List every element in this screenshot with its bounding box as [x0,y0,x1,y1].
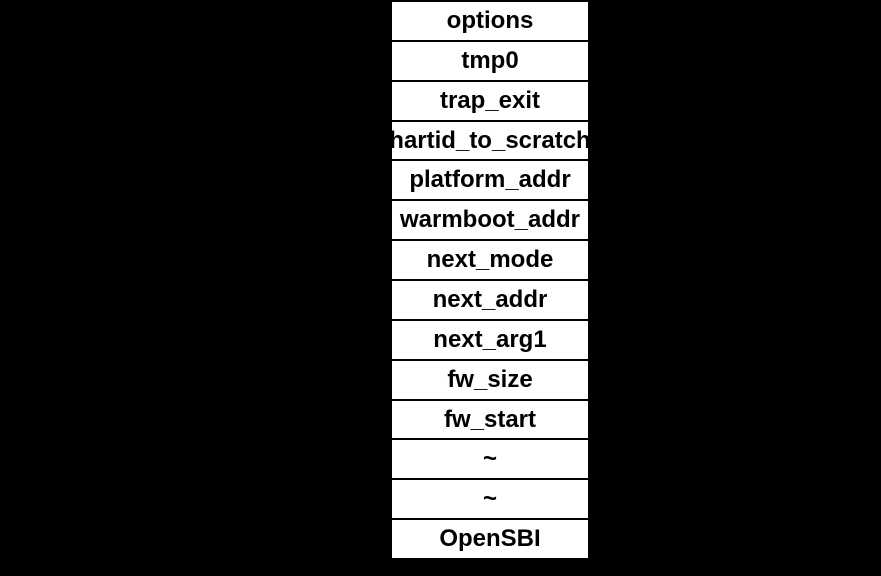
field-label: trap_exit [439,86,541,114]
row-fw-start: fw_start [392,401,588,441]
field-label: ~ [482,445,497,473]
field-label: fw_start [443,405,537,433]
row-next-arg1: next_arg1 [392,321,588,361]
field-label: next_mode [426,246,554,274]
row-fw-size: fw_size [392,361,588,401]
row-next-addr: next_addr [392,281,588,321]
field-label: OpenSBI [439,525,541,553]
field-label: tmp0 [461,46,519,74]
field-label: ~ [482,485,497,513]
scratch-structure-table: options tmp0 trap_exit hartid_to_scratch… [389,0,591,560]
row-opensbi: OpenSBI [392,520,588,558]
row-hartid-to-scratch: hartid_to_scratch [389,122,591,162]
row-warmboot-addr: warmboot_addr [392,201,588,242]
row-tmp0: tmp0 [392,42,588,82]
field-label: next_arg1 [433,325,547,353]
field-label: options [446,6,534,34]
row-options: options [392,2,588,42]
row-platform-addr: platform_addr [392,161,588,202]
field-label: platform_addr [409,166,571,194]
row-tilde-2: ~ [392,480,588,521]
field-label: next_addr [432,285,548,313]
row-trap-exit: trap_exit [392,82,588,122]
field-label: fw_size [447,365,533,393]
row-tilde-1: ~ [392,440,588,481]
row-next-mode: next_mode [392,241,588,282]
field-label: hartid_to_scratch [389,126,591,154]
field-label: warmboot_addr [399,206,581,234]
